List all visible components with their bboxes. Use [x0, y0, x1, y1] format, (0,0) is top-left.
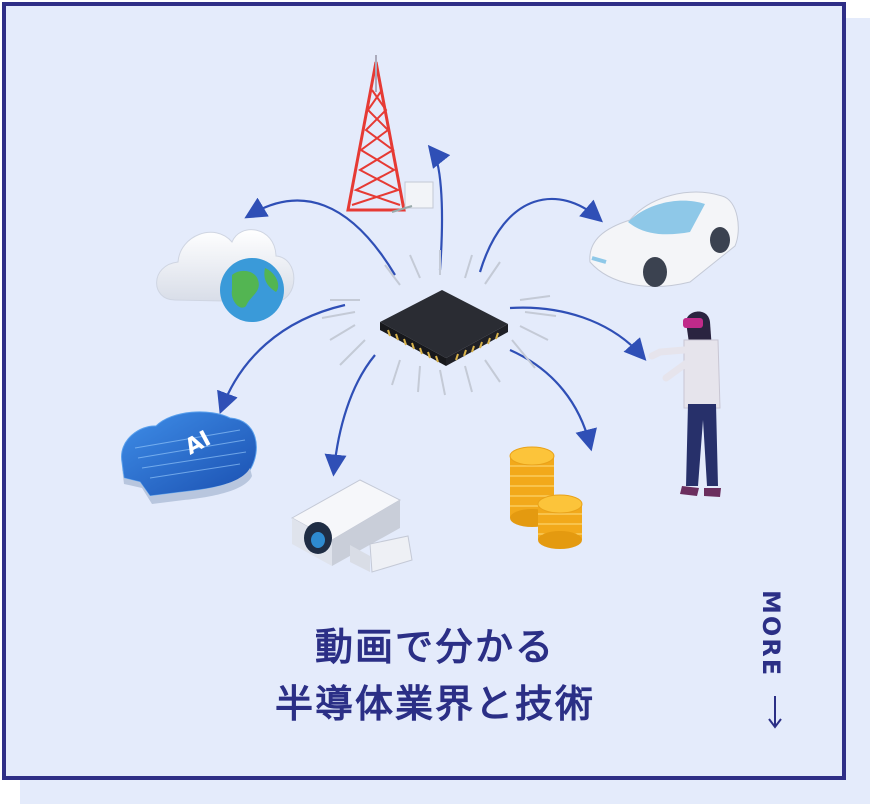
- antenna-tower-icon: [346, 55, 434, 213]
- connection-arrows: [217, 144, 647, 477]
- security-camera-icon: [290, 479, 413, 573]
- arrow-to-person: [509, 306, 647, 361]
- arrow-to-car: [478, 197, 603, 273]
- ai-brain-icon: AI: [121, 411, 257, 504]
- arrow-down-icon: [768, 696, 782, 729]
- card-title-line1: 動画で分かる: [314, 625, 555, 669]
- arrow-to-camera: [324, 354, 376, 477]
- arrow-to-tower: [427, 144, 451, 271]
- card-title-line2: 半導体業界と技術: [274, 682, 595, 726]
- more-label: MORE: [757, 590, 785, 678]
- arrow-to-coins: [509, 348, 597, 452]
- arrow-to-ai: [217, 303, 346, 415]
- person-vr-headset-icon: [648, 311, 721, 497]
- arrow-to-cloud: [244, 197, 396, 276]
- cloud-globe-icon: [156, 229, 295, 322]
- more-link[interactable]: MORE: [757, 590, 793, 740]
- coins-icon: [509, 446, 583, 549]
- semiconductor-chip-icon: [321, 250, 557, 396]
- car-icon: [589, 191, 739, 287]
